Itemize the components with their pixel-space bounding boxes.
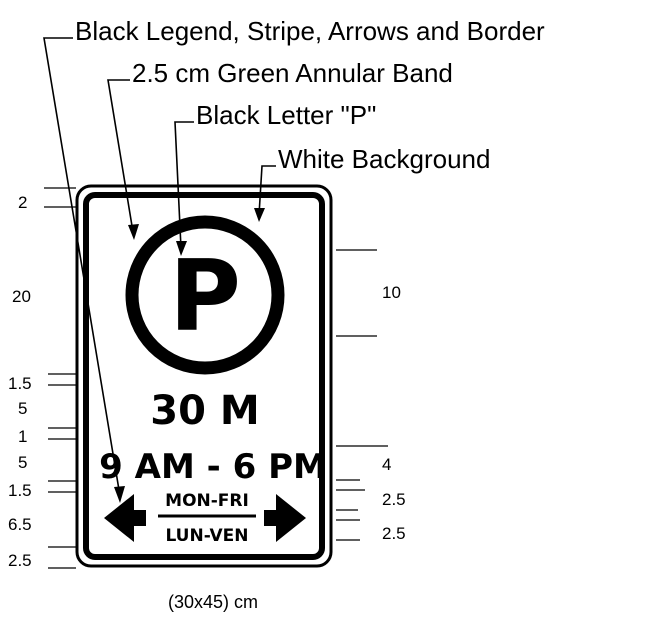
- leader-background: [258, 165, 276, 216]
- left-dimension-ticks: [44, 187, 76, 569]
- callout-background: White Background: [278, 144, 490, 174]
- arrow-left-icon: [104, 494, 134, 542]
- sign: P 30 M 9 AM - 6 PM MON-FRI LUN-VEN: [75, 184, 333, 568]
- leader-letter: [174, 121, 194, 249]
- dim-left-7: 1.5: [8, 481, 32, 500]
- leader-band: [107, 79, 134, 233]
- legend-days-en: MON-FRI: [165, 491, 249, 511]
- right-dimension-ticks: [336, 249, 388, 541]
- sign-border: [83, 192, 325, 560]
- leader-lines: [43, 37, 276, 503]
- dim-right-1: 10: [382, 283, 401, 302]
- callout-letter: Black Letter "P": [196, 100, 376, 130]
- dim-left-4: 5: [18, 399, 27, 418]
- legend-hours: 9 AM - 6 PM: [99, 447, 327, 487]
- dim-left-3: 1.5: [8, 374, 32, 393]
- size-caption: (30x45) cm: [168, 592, 258, 612]
- dim-left-1: 2: [18, 193, 27, 212]
- callout-band: 2.5 cm Green Annular Band: [132, 58, 453, 88]
- arrow-right-shaft: [264, 510, 276, 526]
- legend-limit: 30 M: [150, 388, 259, 434]
- arrow-left-shaft: [134, 510, 146, 526]
- leader-legend: [43, 37, 121, 497]
- dim-left-6: 5: [18, 453, 27, 472]
- dim-left-5: 1: [18, 427, 27, 446]
- parking-letter: P: [169, 240, 241, 354]
- legend-days-fr: LUN-VEN: [165, 526, 248, 546]
- dim-right-3: 2.5: [382, 490, 406, 509]
- dim-left-8: 6.5: [8, 515, 32, 534]
- dim-left-9: 2.5: [8, 551, 32, 570]
- dim-left-2: 20: [12, 287, 31, 306]
- dim-right-2: 4: [382, 455, 391, 474]
- arrow-right-icon: [276, 494, 306, 542]
- dim-right-4: 2.5: [382, 524, 406, 543]
- callout-legend: Black Legend, Stripe, Arrows and Border: [75, 16, 545, 46]
- annular-band: [125, 215, 285, 375]
